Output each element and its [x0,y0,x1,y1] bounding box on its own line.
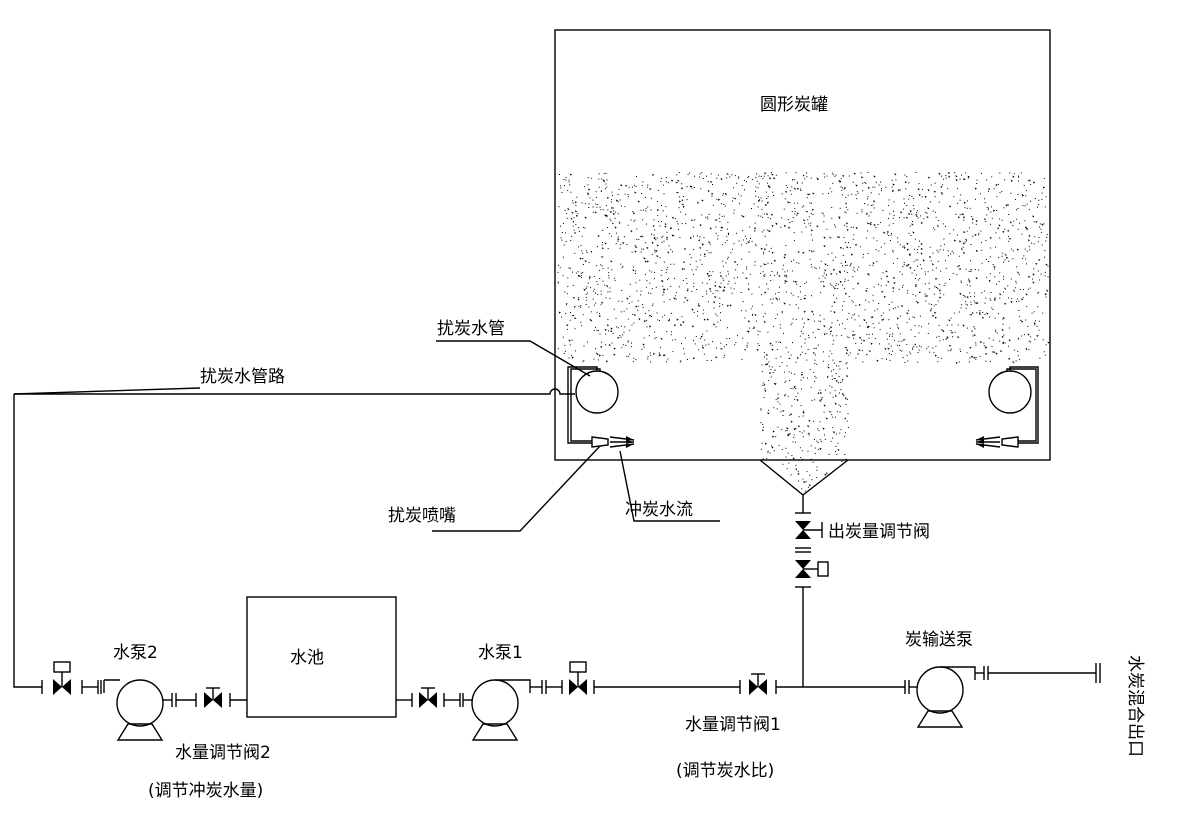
stir-nozzle-left [591,436,635,448]
carbon-transfer-pump [904,663,1101,728]
valve2-label: 水量调节阀2 [175,743,271,763]
pump1-label: 水泵1 [478,643,523,663]
stir-nozzle-label: 扰炭喷嘴 [388,506,456,526]
water-pool [246,596,397,718]
valve-1 [739,673,905,695]
carbon-pump-label: 炭输送泵 [905,630,973,650]
flush-flow-label: 冲炭水流 [625,500,693,520]
left-water-line [41,661,102,695]
valve2-note: (调节冲炭水量) [148,781,263,801]
stir-pipeline-label: 扰炭水管路 [200,367,285,387]
pump-1 [471,661,740,741]
valve-2 [195,687,247,708]
valve1-label: 水量调节阀1 [685,715,781,735]
tank-label: 圆形炭罐 [760,95,828,115]
stir-water-pipeline [13,388,575,688]
valve1-note: (调节炭水比) [676,761,774,781]
leaders [13,340,720,532]
pump2-label: 水泵2 [113,643,158,663]
middle-water-line [396,687,472,708]
tank-outlet-line [795,495,829,687]
pump-2 [103,679,196,741]
pool-label: 水池 [290,648,324,668]
outlet-label: 水炭混合出口 [1125,655,1145,757]
stir-nozzle-right [975,436,1019,448]
stir-pipe-left [567,366,619,444]
outlet-valve-label: 出炭量调节阀 [828,522,930,542]
stir-pipe-label: 扰炭水管 [437,319,505,339]
carbon-tank [554,29,1051,496]
stir-pipe-right [988,366,1039,444]
carbon-bed [557,172,1050,492]
